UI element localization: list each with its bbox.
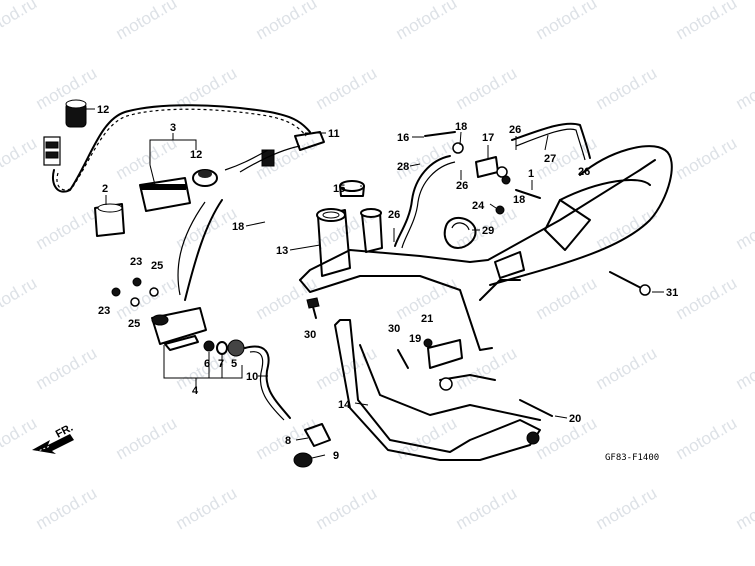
watermark-text: motod.ru (733, 343, 755, 393)
watermark-text: motod.ru (733, 63, 755, 113)
callout-18-b: 18 (513, 194, 525, 206)
callout-4: 4 (192, 385, 199, 397)
callout-17: 16 (397, 132, 409, 144)
wire-harness (43, 99, 331, 468)
callout-10: 10 (246, 371, 258, 383)
callout-14: 14 (338, 399, 351, 411)
watermark-text: motod.ru (673, 0, 741, 43)
watermark-text: motod.ru (733, 203, 755, 253)
callout-26-c: 26 (456, 180, 468, 192)
callout-19: 18 (232, 221, 244, 233)
callout-16: 17 (482, 132, 494, 144)
watermark-text: motod.ru (173, 483, 241, 533)
callout-6: 6 (204, 358, 210, 370)
watermark-text: motod.ru (593, 483, 661, 533)
watermark-text: motod.ru (673, 133, 741, 183)
frame-body (299, 122, 673, 461)
watermark-text: motod.ru (593, 203, 661, 253)
callout-24: 24 (472, 200, 485, 212)
callout-29: 29 (482, 225, 494, 237)
watermark-text: motod.ru (33, 203, 101, 253)
watermark-text: motod.ru (113, 413, 181, 463)
callout-26-b: 26 (578, 166, 590, 178)
callout-27: 27 (544, 153, 556, 165)
callout-23-b: 23 (98, 305, 110, 317)
watermark-text: motod.ru (453, 483, 521, 533)
diagram-code: GF83-F1400 (605, 453, 659, 463)
watermark-text: motod.ru (113, 273, 181, 323)
callout-20: 19 (409, 333, 421, 345)
callout-12-top: 12 (97, 104, 109, 116)
watermark-text: motod.ru (453, 63, 521, 113)
callout-8: 8 (285, 435, 291, 447)
callout-12-mid: 12 (190, 149, 202, 161)
callout-3: 3 (170, 122, 176, 134)
callout-1: 1 (528, 168, 534, 180)
callout-28: 28 (397, 161, 409, 173)
watermark-text: motod.ru (0, 133, 40, 183)
watermark-text: motod.ru (393, 0, 461, 43)
callout-15: 15 (333, 183, 345, 195)
watermark-text: motod.ru (673, 273, 741, 323)
callout-2: 2 (102, 183, 108, 195)
watermark-text: motod.ru (533, 413, 601, 463)
watermark-text: motod.ru (673, 413, 741, 463)
watermark-text: motod.ru (33, 483, 101, 533)
watermark-text: motod.ru (313, 483, 381, 533)
watermark-text: motod.ru (33, 343, 101, 393)
callout-30-a: 30 (304, 329, 316, 341)
watermark-text: motod.ru (393, 413, 461, 463)
callout-21: 20 (569, 413, 581, 425)
callout-25-b: 25 (128, 318, 140, 330)
watermark-text: motod.ru (0, 0, 40, 43)
watermark-text: motod.ru (113, 0, 181, 43)
callout-13: 13 (276, 245, 288, 257)
callout-31: 31 (666, 287, 678, 299)
watermark-text: motod.ru (733, 483, 755, 533)
watermark-text: motod.ru (593, 343, 661, 393)
front-arrow: FR. (32, 422, 75, 454)
callout-26-d: 26 (388, 209, 400, 221)
callout-25-a: 25 (151, 260, 163, 272)
callout-26-a: 26 (509, 124, 521, 136)
watermark-text: motod.ru (253, 273, 321, 323)
callout-9: 9 (333, 450, 339, 462)
callout-11: 11 (328, 128, 340, 140)
callout-22: 21 (421, 313, 433, 325)
watermark-text: motod.ru (533, 273, 601, 323)
watermark-text: motod.ru (593, 63, 661, 113)
watermark-text: motod.ru (533, 0, 601, 43)
callout-5: 5 (231, 358, 237, 370)
leader-lines (86, 108, 664, 459)
watermark-text: motod.ru (0, 273, 40, 323)
callout-23-a: 23 (130, 256, 142, 268)
watermark-text: motod.ru (453, 343, 521, 393)
watermark-text: motod.ru (313, 63, 381, 113)
watermark-text: motod.ru (253, 0, 321, 43)
callout-7: 7 (218, 358, 224, 370)
watermark-text: motod.ru (113, 133, 181, 183)
watermark-text: motod.ru (0, 413, 40, 463)
callout-18-a: 18 (455, 121, 467, 133)
callout-labels: 12 3 12 11 2 18 13 15 23 25 23 25 6 7 5 … (97, 104, 678, 462)
callout-30-b: 30 (388, 323, 400, 335)
